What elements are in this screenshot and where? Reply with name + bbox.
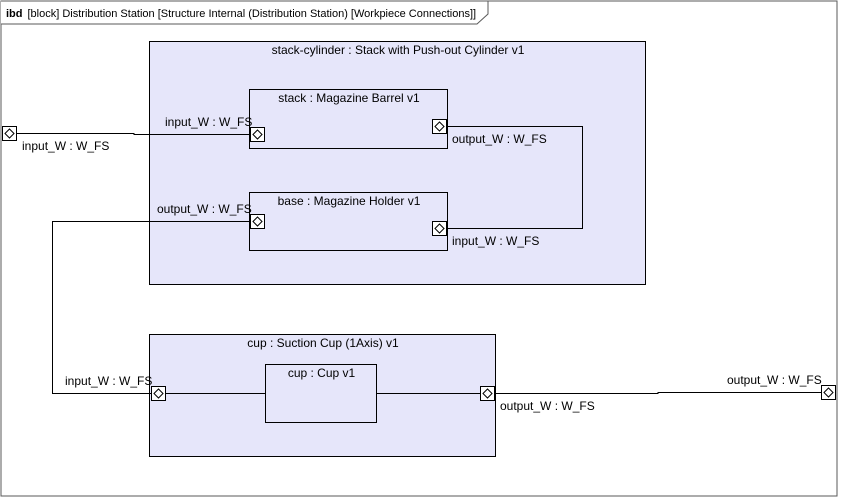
connector-stack-output-to-base-input[interactable] bbox=[446, 126, 583, 229]
diagram-kind: ibd bbox=[6, 8, 23, 20]
stack-title: stack : Magazine Barrel v1 bbox=[278, 91, 420, 105]
port-label-cup-input: input_W : W_FS bbox=[65, 374, 153, 388]
port-cup-input[interactable] bbox=[151, 386, 166, 401]
port-label-base-input: input_W : W_FS bbox=[452, 234, 540, 248]
port-label-cup-output: output_W : W_FS bbox=[500, 399, 595, 413]
connector-cup-output-to-frame-output[interactable] bbox=[494, 392, 821, 394]
port-base-output[interactable] bbox=[250, 214, 265, 229]
port-label-frame-input: input_W : W_FS bbox=[22, 139, 110, 153]
port-label-frame-output: output_W : W_FS bbox=[727, 373, 822, 387]
base-title: base : Magazine Holder v1 bbox=[277, 194, 421, 208]
port-stack-output[interactable] bbox=[432, 119, 447, 134]
port-stack-input[interactable] bbox=[250, 127, 265, 142]
base-part[interactable] bbox=[249, 192, 448, 251]
port-cup-output[interactable] bbox=[480, 386, 495, 401]
cup-assembly-title: cup : Suction Cup (1Axis) v1 bbox=[247, 336, 399, 350]
stack-part[interactable] bbox=[249, 89, 448, 149]
port-frame-input[interactable] bbox=[2, 126, 17, 141]
port-label-stack-input: input_W : W_FS bbox=[165, 115, 253, 129]
port-frame-output[interactable] bbox=[821, 385, 836, 400]
stack-cylinder-title: stack-cylinder : Stack with Push-out Cyl… bbox=[271, 43, 525, 57]
connector-base-output-to-cup-input[interactable] bbox=[52, 221, 251, 394]
diagram-header: ibd [block] Distribution Station [Structu… bbox=[6, 7, 476, 21]
cup-title: cup : Cup v1 bbox=[287, 366, 356, 380]
cup-part[interactable] bbox=[265, 364, 377, 423]
connector-frame-input-to-stack-input[interactable] bbox=[16, 133, 250, 135]
port-label-base-output: output_W : W_FS bbox=[157, 202, 252, 216]
port-label-stack-output: output_W : W_FS bbox=[452, 132, 547, 146]
port-base-input[interactable] bbox=[432, 221, 447, 236]
diagram-title: [block] Distribution Station [Structure … bbox=[27, 8, 477, 20]
diagram-header-tab bbox=[1, 0, 489, 25]
